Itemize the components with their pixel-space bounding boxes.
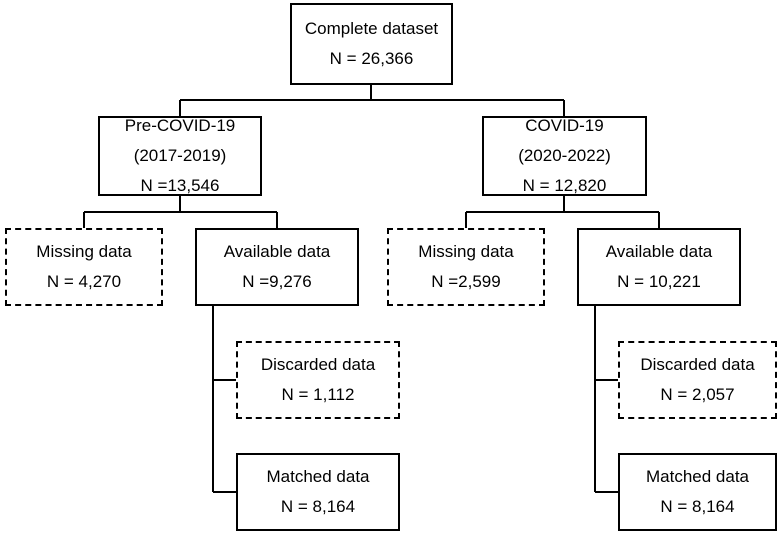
- covid-matched-box: Matched data N = 8,164: [618, 453, 777, 531]
- box-count: N = 10,221: [617, 272, 701, 291]
- box-title: Missing data: [418, 242, 514, 261]
- box-count: N =13,546: [140, 176, 220, 195]
- box-count: N = 1,112: [281, 385, 355, 404]
- box-count: N = 12,820: [522, 176, 607, 195]
- pre-covid-matched-box: Matched data N = 8,164: [236, 453, 400, 531]
- box-count: N =2,599: [431, 272, 501, 291]
- pre-covid-discarded-box: Discarded data N = 1,112: [236, 341, 400, 419]
- box-title: Missing data: [36, 242, 132, 261]
- box-count: N = 8,164: [660, 497, 735, 516]
- box-title: COVID-19: [525, 116, 604, 135]
- pre-covid-box: Pre-COVID-19 (2017-2019) N =13,546: [98, 116, 262, 196]
- covid-available-box: Available data N = 10,221: [577, 228, 741, 306]
- box-count: N = 2,057: [660, 385, 735, 404]
- box-title: Available data: [223, 242, 331, 261]
- box-title: Matched data: [266, 467, 370, 486]
- box-period: (2017-2019): [133, 146, 227, 165]
- covid-discarded-box: Discarded data N = 2,057: [618, 341, 777, 419]
- box-title: Discarded data: [640, 355, 755, 374]
- box-title: Matched data: [645, 467, 749, 486]
- box-period: (2020-2022): [518, 146, 611, 165]
- pre-covid-available-box: Available data N =9,276: [195, 228, 359, 306]
- box-count: N = 26,366: [329, 49, 414, 68]
- covid-missing-box: Missing data N =2,599: [387, 228, 545, 306]
- box-title: Available data: [605, 242, 713, 261]
- box-count: N = 8,164: [280, 497, 356, 516]
- complete-dataset-box: Complete dataset N = 26,366: [290, 3, 453, 85]
- box-title: Discarded data: [260, 355, 376, 374]
- box-title: Complete dataset: [304, 19, 439, 38]
- covid-box: COVID-19 (2020-2022) N = 12,820: [482, 116, 647, 196]
- box-title: Pre-COVID-19: [124, 116, 236, 135]
- box-count: N = 4,270: [46, 272, 122, 291]
- pre-covid-missing-box: Missing data N = 4,270: [5, 228, 163, 306]
- box-count: N =9,276: [242, 272, 312, 291]
